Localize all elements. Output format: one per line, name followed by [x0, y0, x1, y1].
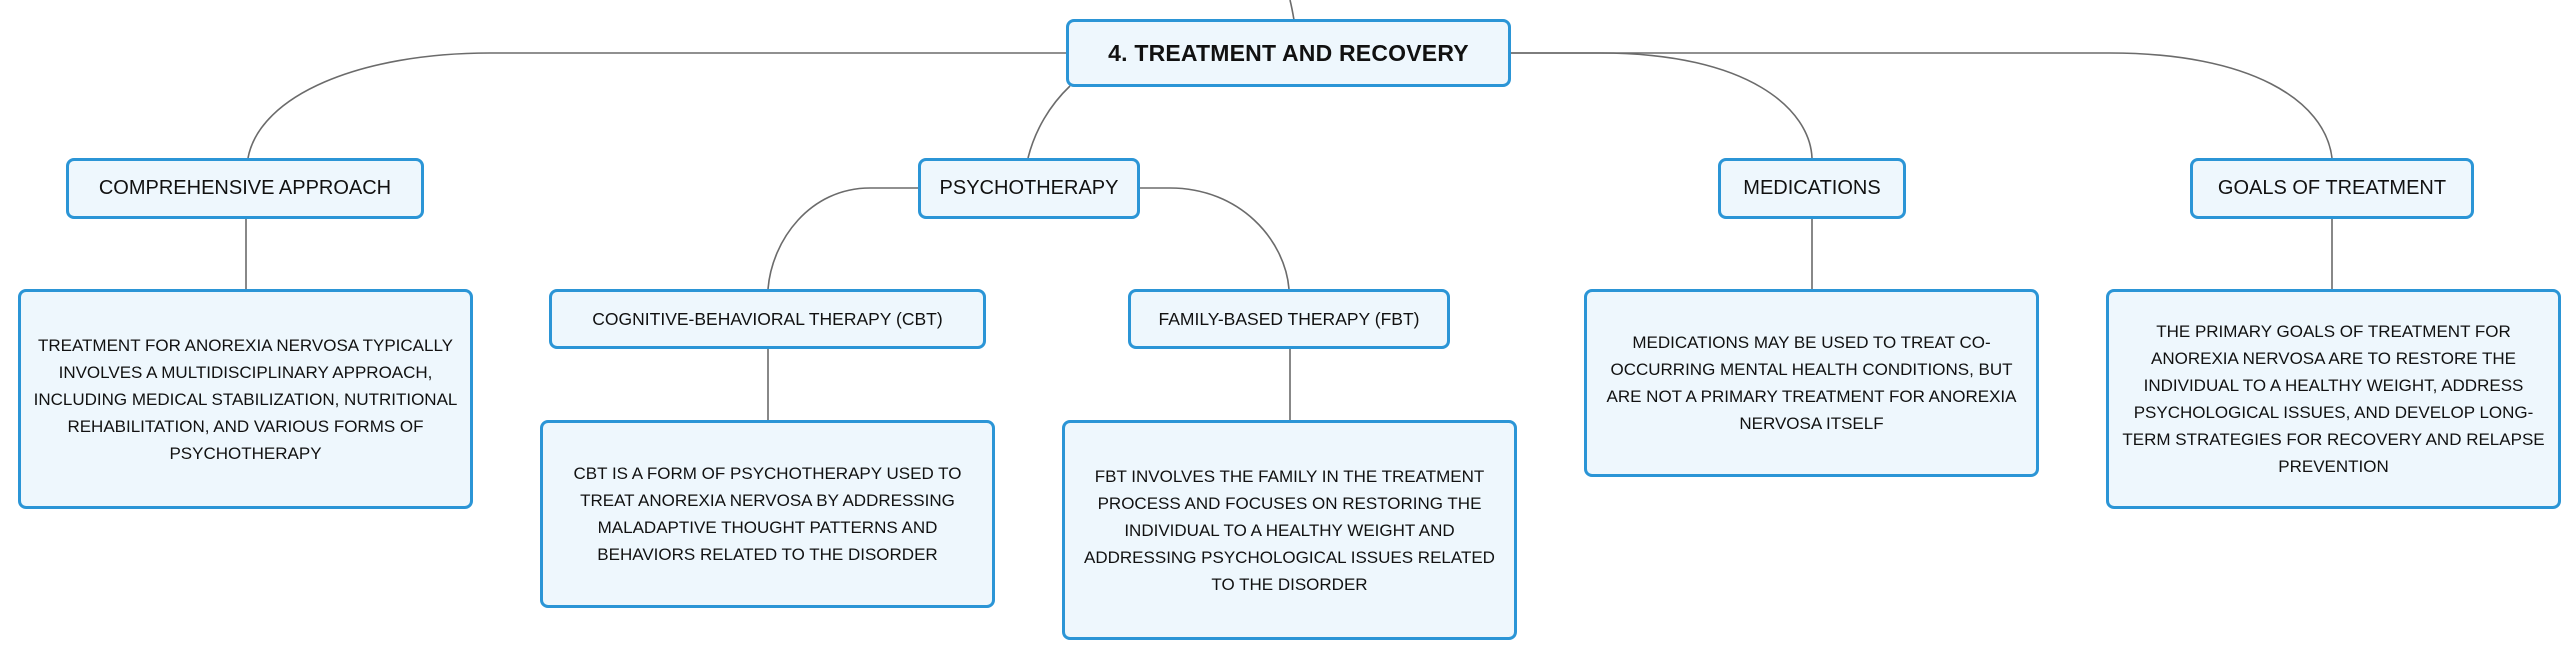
- topic-medications[interactable]: MEDICATIONS: [1718, 158, 1906, 219]
- connector-root-psychotherapy: [1027, 85, 1071, 159]
- connector-psychotherapy-cbt: [767, 187, 918, 290]
- detail-goals-of-treatment[interactable]: THE PRIMARY GOALS OF TREATMENT FOR ANORE…: [2106, 289, 2561, 509]
- connector-root-medications: [1510, 52, 1813, 159]
- topic-goals-of-treatment[interactable]: GOALS OF TREATMENT: [2190, 158, 2474, 219]
- topic-psychotherapy[interactable]: PSYCHOTHERAPY: [918, 158, 1140, 219]
- subtopic-cbt[interactable]: COGNITIVE-BEHAVIORAL THERAPY (CBT): [549, 289, 986, 349]
- connector-root-parent: [1289, 0, 1295, 21]
- detail-medications[interactable]: MEDICATIONS MAY BE USED TO TREAT CO-OCCU…: [1584, 289, 2039, 477]
- connector-root-goals: [1510, 52, 2333, 159]
- subtopic-fbt[interactable]: FAMILY-BASED THERAPY (FBT): [1128, 289, 1450, 349]
- detail-fbt[interactable]: FBT INVOLVES THE FAMILY IN THE TREATMENT…: [1062, 420, 1517, 640]
- detail-comprehensive-approach[interactable]: TREATMENT FOR ANOREXIA NERVOSA TYPICALLY…: [18, 289, 473, 509]
- root-topic[interactable]: 4. TREATMENT AND RECOVERY: [1066, 19, 1511, 87]
- topic-comprehensive-approach[interactable]: COMPREHENSIVE APPROACH: [66, 158, 424, 219]
- connector-psychotherapy-fbt: [1138, 187, 1290, 290]
- connector-root-comprehensive: [247, 52, 1066, 159]
- detail-cbt[interactable]: CBT IS A FORM OF PSYCHOTHERAPY USED TO T…: [540, 420, 995, 608]
